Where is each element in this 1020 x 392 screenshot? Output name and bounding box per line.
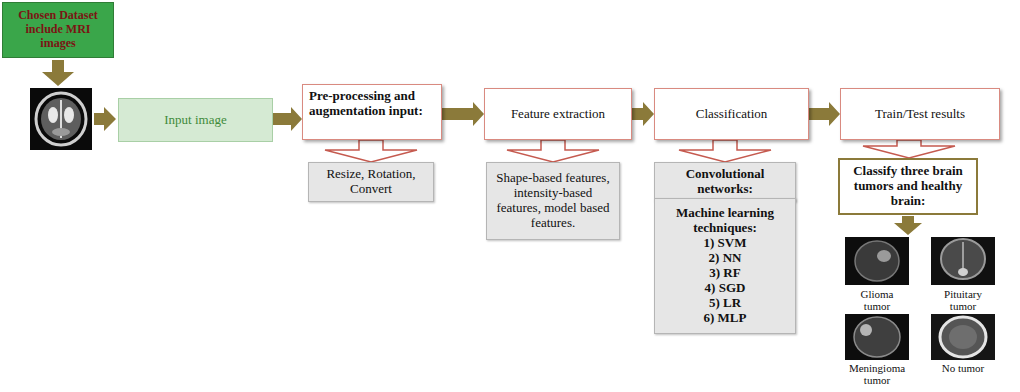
- detail-box: Convolutional networks:: [654, 162, 796, 202]
- caption-text: Glioma tumor: [847, 288, 907, 312]
- node-text: 5) LR: [709, 296, 741, 311]
- node-text: Resize, Rotation, Convert: [315, 167, 427, 197]
- process-box: Pre-processing and augmentation input:: [302, 84, 442, 140]
- result-box: Classify three brain tumors and healthy …: [838, 158, 978, 215]
- node-text: Shape-based features, intensity-based fe…: [493, 171, 613, 231]
- node-text: 6) MLP: [704, 311, 747, 326]
- image-caption: Pituitary tumor: [933, 288, 993, 312]
- flow-arrow: [273, 107, 302, 131]
- flow-arrow: [442, 102, 484, 126]
- flow-arrow: [894, 216, 922, 235]
- flow-arrow: [632, 102, 654, 126]
- process-box: Feature extraction: [484, 88, 632, 140]
- image-caption: Meningioma tumor: [843, 362, 911, 386]
- mri-scan: [30, 88, 92, 150]
- node-text: 2) NN: [709, 251, 742, 266]
- detail-box: Shape-based features, intensity-based fe…: [486, 162, 620, 240]
- flow-arrow: [42, 60, 74, 86]
- node-text: Pre-processing and augmentation input:: [309, 89, 435, 119]
- healthy-scan: [931, 314, 995, 360]
- node-text: 3) RF: [709, 266, 740, 281]
- node-text: Classify three brain tumors and healthy …: [846, 164, 970, 209]
- node-text: Chosen Dataset include MRI images: [11, 9, 105, 50]
- node-text: Train/Test results: [875, 107, 965, 122]
- node-text: 1) SVM: [704, 236, 747, 251]
- callout-arrow: [325, 140, 417, 162]
- input-box: Input image: [118, 98, 273, 142]
- node-text: Machine learning techniques:: [661, 206, 789, 236]
- pituitary-scan: [931, 237, 995, 285]
- detail-box: Resize, Rotation, Convert: [308, 162, 434, 202]
- node-text: Feature extraction: [511, 107, 605, 122]
- caption-text: No tumor: [923, 362, 1003, 374]
- callout-arrow: [863, 140, 955, 158]
- caption-text: Meningioma tumor: [843, 362, 911, 386]
- image-caption: Glioma tumor: [847, 288, 907, 312]
- node-text: Input image: [164, 113, 226, 128]
- callout-arrow: [507, 140, 599, 162]
- meningioma-scan: [845, 314, 909, 360]
- node-text: Convolutional networks:: [661, 167, 789, 197]
- glioma-scan: [845, 237, 909, 285]
- caption-text: Pituitary tumor: [933, 288, 993, 312]
- detail-box: Machine learning techniques:1) SVM2) NN3…: [654, 198, 796, 334]
- flow-arrow: [809, 102, 840, 126]
- callout-arrow: [679, 140, 771, 162]
- node-text: 4) SGD: [705, 281, 746, 296]
- process-box: Train/Test results: [840, 88, 1000, 140]
- dataset-box: Chosen Dataset include MRI images: [2, 2, 114, 58]
- process-box: Classification: [654, 88, 809, 140]
- node-text: Classification: [696, 107, 768, 122]
- flow-arrow: [94, 107, 116, 131]
- image-caption: No tumor: [923, 362, 1003, 374]
